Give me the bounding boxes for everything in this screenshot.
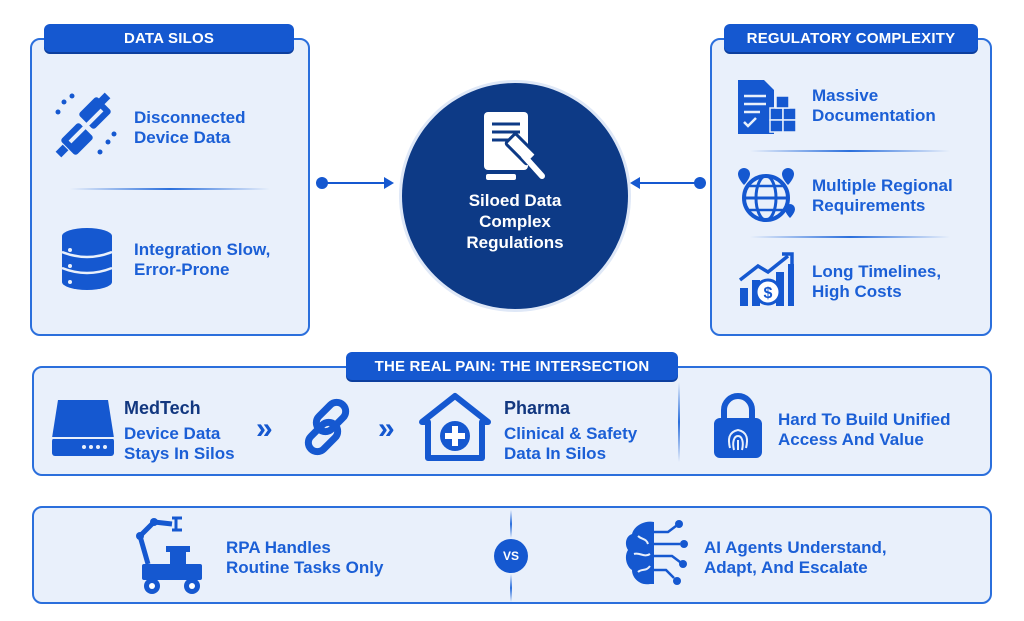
document-gavel-icon — [484, 112, 545, 180]
ai-agents-label: AI Agents Understand, Adapt, And Escalat… — [704, 538, 887, 577]
pharma-title: Pharma — [504, 398, 571, 418]
vs-badge: VS — [494, 539, 528, 573]
rising-cost-chart-icon: $ — [738, 252, 794, 306]
intersection-panel — [32, 366, 992, 476]
svg-text:$: $ — [764, 285, 773, 302]
hospital-icon — [419, 393, 491, 461]
comparison-divider-top — [510, 510, 512, 538]
pharma-desc: Clinical & Safety Data In Silos — [504, 424, 638, 463]
ai-brain-icon — [625, 520, 688, 585]
medtech-desc: Device Data Stays In Silos — [124, 424, 235, 463]
chevron-right-icon-1: » — [256, 412, 273, 445]
right-connector-arrow — [630, 177, 706, 189]
device-drive-icon — [52, 400, 114, 456]
comparison-divider-bottom — [510, 574, 512, 602]
documents-boxes-icon — [738, 80, 797, 134]
center-label: Siloed Data Complex Regulations — [466, 191, 564, 252]
chain-link-icon — [304, 398, 350, 456]
massive-documentation-label: Massive Documentation — [812, 86, 936, 125]
left-connector-arrow — [316, 177, 394, 189]
regulatory-divider-2 — [750, 236, 950, 238]
regulatory-divider-1 — [750, 150, 950, 152]
medtech-title: MedTech — [124, 398, 201, 418]
chevron-right-icon-2: » — [378, 412, 395, 445]
fingerprint-lock-icon — [714, 393, 762, 458]
multiple-regional-label: Multiple Regional Requirements — [812, 176, 953, 215]
robot-arm-icon — [136, 516, 202, 594]
disconnected-device-data-label: Disconnected Device Data — [134, 108, 246, 147]
integration-slow-label: Integration Slow, Error-Prone — [134, 240, 271, 279]
data-silos-divider — [70, 188, 270, 190]
unified-access-label: Hard To Build Unified Access And Value — [778, 410, 951, 449]
unplugged-connector-icon — [55, 92, 117, 158]
globe-pins-icon — [738, 168, 795, 222]
intersection-vertical-divider — [678, 382, 680, 462]
rpa-label: RPA Handles Routine Tasks Only — [226, 538, 384, 577]
intersection-title: THE REAL PAIN: THE INTERSECTION — [346, 352, 678, 380]
regulatory-title: REGULATORY COMPLEXITY — [724, 24, 978, 52]
long-timelines-label: Long Timelines, High Costs — [812, 262, 942, 301]
data-silos-title: DATA SILOS — [44, 24, 294, 52]
database-icon — [61, 228, 113, 290]
